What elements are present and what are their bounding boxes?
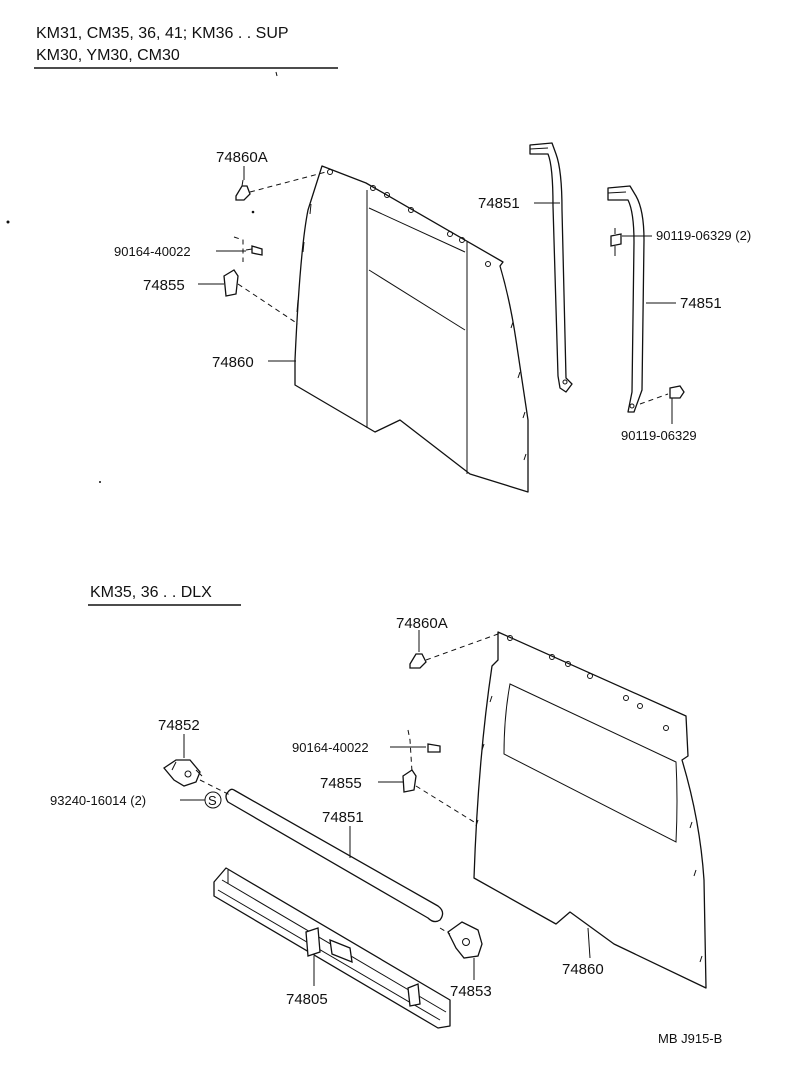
bottom-label-74855: 74855 <box>320 775 362 792</box>
top-screw-90119-lower <box>639 385 685 424</box>
bottom-label-74860A: 74860A <box>396 615 448 632</box>
top-label-90119-06329: 90119-06329 <box>621 428 697 443</box>
bottom-label-74852: 74852 <box>158 717 200 734</box>
bottom-header: KM35, 36 . . DLX <box>88 584 241 606</box>
bottom-header-line1: KM35, 36 . . DLX <box>90 584 212 601</box>
bottom-label-74805: 74805 <box>286 991 328 1008</box>
top-label-90119-06329-2: 90119-06329 (2) <box>656 228 751 243</box>
top-label-74851-b: 74851 <box>680 295 722 312</box>
bottom-label-90164-40022: 90164-40022 <box>292 740 369 755</box>
bottom-label-74860: 74860 <box>562 961 604 978</box>
bottom-bracket-74853 <box>439 921 483 980</box>
top-strap-74851-a <box>529 142 573 393</box>
footer-code: MB J915-B <box>658 1031 722 1046</box>
bottom-rail-74805 <box>213 867 451 1029</box>
bottom-screw-90164 <box>390 729 441 773</box>
top-header-line2: KM30, YM30, CM30 <box>36 47 180 64</box>
top-header-line1: KM31, CM35, 36, 41; KM36 . . SUP <box>36 25 289 42</box>
bottom-bar-74851 <box>225 788 444 923</box>
bottom-bracket-74852 <box>163 734 233 797</box>
s-mark: S <box>208 793 217 808</box>
top-clip-74860A <box>235 166 327 214</box>
top-label-90164-40022: 90164-40022 <box>114 244 191 259</box>
top-label-74855: 74855 <box>143 277 185 294</box>
stray-mark <box>6 220 10 224</box>
top-screw-90164 <box>216 236 263 262</box>
bottom-label-74853: 74853 <box>450 983 492 1000</box>
top-label-74860: 74860 <box>212 354 254 371</box>
bottom-label-74851: 74851 <box>322 809 364 826</box>
top-strap-74851-b <box>607 185 676 413</box>
bottom-clip-74860A <box>409 630 499 669</box>
top-bracket-74855 <box>198 269 299 325</box>
top-header: KM31, CM35, 36, 41; KM36 . . SUP KM30, Y… <box>34 25 338 69</box>
bottom-bracket-74855 <box>378 769 475 823</box>
top-label-74851-a: 74851 <box>478 195 520 212</box>
bottom-leader-74860 <box>587 927 591 959</box>
top-screw-90119-upper <box>610 228 652 256</box>
bottom-label-93240-16014: 93240-16014 (2) <box>50 793 146 808</box>
stray-mark <box>99 481 101 483</box>
top-label-74860A: 74860A <box>216 149 268 166</box>
bottom-panel-74860 <box>473 631 707 989</box>
s-clip-93240: S <box>180 791 222 809</box>
stray-mark <box>275 71 278 77</box>
top-panel-74860 <box>294 165 529 493</box>
